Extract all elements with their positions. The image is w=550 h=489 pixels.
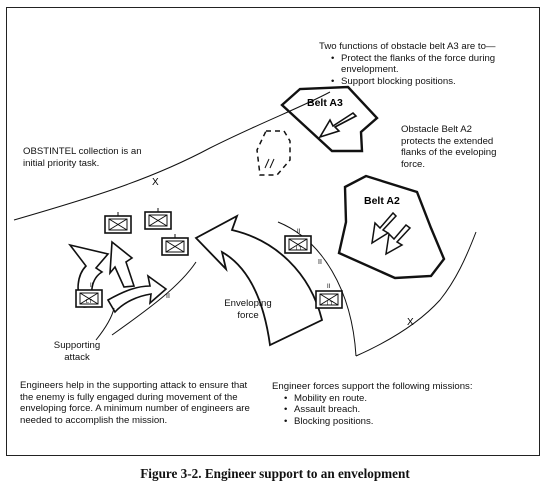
dashed-obstacle [256,130,291,176]
echelon-c: II [327,284,331,290]
a3-function-item: Protect the flanks of the force during e… [331,53,519,76]
echelon-b: II [297,229,301,235]
belt-a2-outline [337,174,446,280]
flank-marker: II [318,259,322,266]
belt-a3-arrow [318,111,358,139]
upper-boundary-line [13,91,331,221]
boundary-x-2: X [407,317,414,328]
lower-boundary-line [355,231,477,357]
lt-b: LT [296,246,303,252]
engineers-help-note: Engineers help in the supporting attack … [20,380,250,426]
flank-line [277,221,357,357]
figure-caption: Figure 3-2. Engineer support to an envel… [140,466,410,481]
belt-a2-note: Obstacle Belt A2 protects the extended f… [401,124,497,170]
unit-symbol-1 [104,212,132,234]
boundary-x-1: X [152,177,159,188]
missions-title: Engineer forces support the following mi… [272,381,473,392]
unit-symbol-2 [144,208,172,230]
supporting-attack-arrow-3 [106,274,168,314]
echelon-a: II [90,283,94,289]
belt-a2-label: Belt A2 [364,195,400,207]
axis-marker: II [166,293,170,300]
belt-a3-outline [280,85,379,153]
a3-functions-note: Two functions of obstacle belt A3 are to… [319,41,519,87]
enveloping-force-arrow [194,214,324,347]
figure-frame [6,7,540,456]
lt-c: LT [327,301,334,307]
supporting-attack-arrow-1 [109,240,136,288]
mission-item: Mobility en route. [284,393,522,405]
supporting-attack-leader [95,307,115,341]
supporting-attack-label: Supporting attack [53,340,101,363]
lt-a: LT [86,299,93,305]
belt-a3-label: Belt A3 [307,97,343,109]
a3-functions-list: Protect the flanks of the force during e… [331,53,519,88]
enveloping-force-label: Enveloping force [224,298,272,321]
missions-list: Mobility en route. Assault breach. Block… [284,393,522,428]
belt-a2-arrow-2 [385,223,412,256]
belt-a2-arrow-1 [371,211,398,245]
a3-functions-title: Two functions of obstacle belt A3 are to… [319,41,496,52]
obstintel-note: OBSTINTEL collection is an initial prior… [23,146,142,169]
mission-item: Blocking positions. [284,416,522,428]
a3-function-item: Support blocking positions. [331,76,519,88]
unit-symbol-3 [161,234,189,256]
missions-note: Engineer forces support the following mi… [272,381,522,427]
mission-item: Assault breach. [284,404,522,416]
supporting-axis-line [111,261,197,336]
